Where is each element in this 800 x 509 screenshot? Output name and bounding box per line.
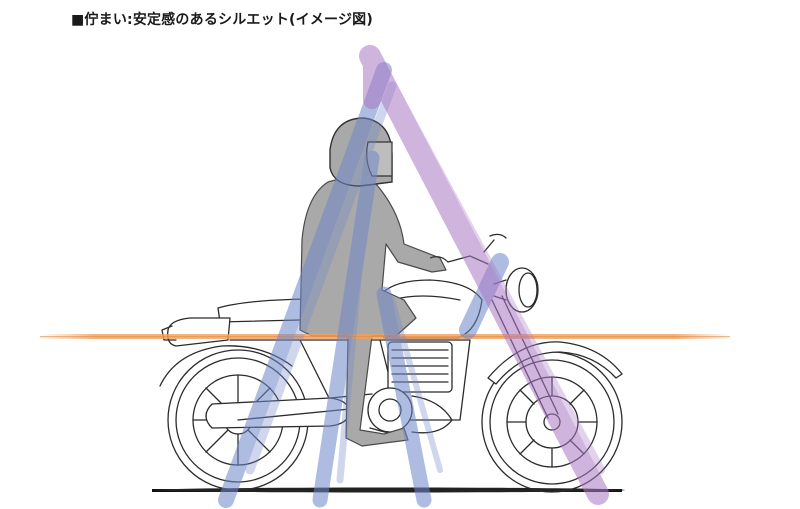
ground-shadow <box>152 487 625 493</box>
page-title: ■佇まい:安定感のあるシルエット(イメージ図) <box>71 12 373 28</box>
headlight <box>493 267 539 313</box>
purple-brush-strokes <box>359 45 609 505</box>
blue-brush-strokes <box>218 62 509 508</box>
